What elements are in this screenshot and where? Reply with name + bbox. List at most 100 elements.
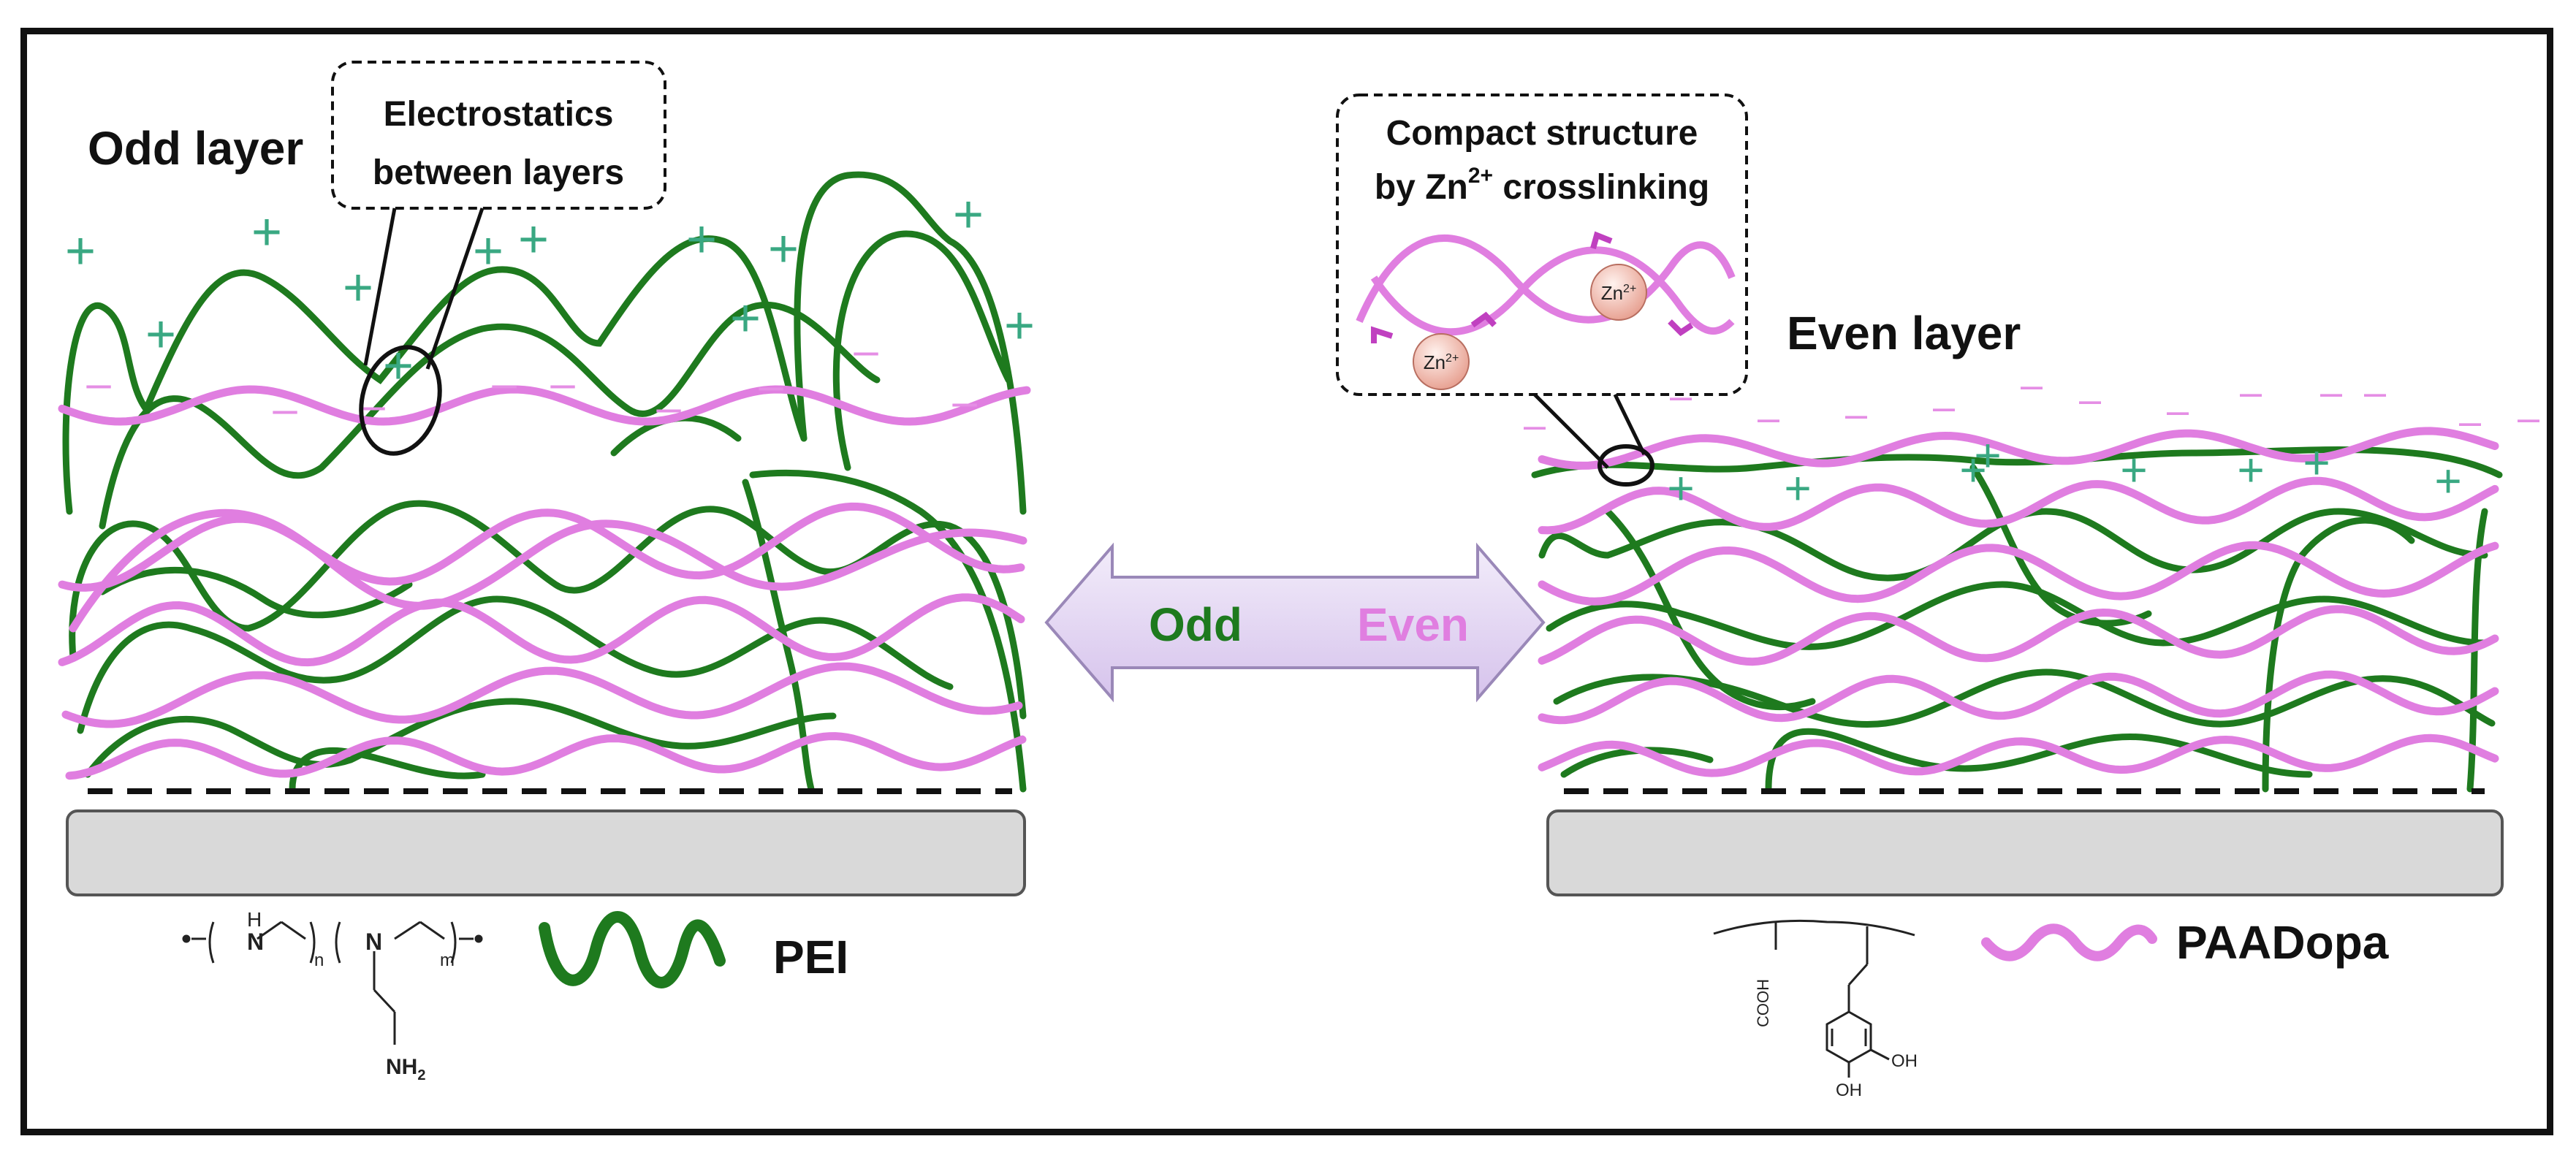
minus-charge: – (1933, 385, 1955, 429)
pei-chain-even (1765, 728, 2313, 793)
odd-callout-line2: between layers (373, 153, 624, 192)
plus-charge: + (1959, 443, 1986, 496)
plus-charge: + (65, 222, 96, 281)
paadopa-chain-even (1538, 733, 2499, 777)
zn-ion-2-label: Zn2+ (1601, 282, 1637, 304)
odd-callout-highlight-ring (359, 345, 442, 456)
arrow-label-even: Even (1357, 598, 1469, 651)
paadopa-chain-odd (61, 662, 1023, 728)
minus-charge: – (656, 383, 681, 432)
inset-carboxyl-mark-1 (1371, 326, 1394, 343)
minus-charge: – (1758, 396, 1779, 440)
paadopa-chain-odd (58, 385, 1031, 426)
paadopa-chain-odd (58, 593, 1025, 667)
plus-charge: + (2434, 454, 2461, 507)
minus-charge: – (86, 359, 111, 408)
pei-chain-even (1546, 581, 2488, 650)
paadopa-chain-even (1538, 427, 2499, 470)
pei-chain-even (1969, 464, 2152, 627)
inset-carboxyl-mark-4 (1668, 319, 1694, 337)
odd-layer-title: Odd layer (88, 122, 303, 175)
plus-charge: + (730, 289, 761, 348)
pei-structure (182, 921, 483, 1045)
paadopa-chain-odd (58, 502, 1025, 592)
paadopa-chain-even (1538, 541, 2499, 606)
pei-n-sub: n (314, 950, 324, 970)
pei-n2: N (365, 929, 382, 955)
minus-charge: – (492, 359, 517, 408)
plus-charge: + (1974, 429, 2001, 481)
odd-layer-chains (58, 171, 1031, 793)
pei-chain-odd (794, 171, 1027, 515)
odd-callout-pointer-left (363, 207, 397, 366)
paadopa-chain-odd (69, 508, 1027, 633)
plus-charge: + (518, 210, 549, 269)
plus-charge: + (2237, 443, 2264, 496)
pei-nh: H (247, 908, 262, 931)
even-callout-pointer-right (1613, 393, 1646, 456)
minus-charge: – (1524, 403, 1546, 447)
plus-charge: + (1784, 462, 1811, 514)
minus-charge: – (2364, 370, 2386, 414)
zn-ion-1-label: Zn2+ (1424, 351, 1459, 373)
plus-charge: + (145, 305, 176, 364)
plus-charge: + (953, 186, 984, 244)
pei-n1: N (247, 929, 264, 955)
minus-charge: – (550, 359, 575, 408)
pei-chain-odd (99, 566, 413, 619)
odd-callout-box (331, 61, 666, 210)
inset-chain-b (1370, 246, 1735, 336)
minus-charge: – (2240, 370, 2262, 414)
paadopa-chain-odd (65, 732, 1027, 780)
paadopa-chain-even (1538, 605, 2499, 666)
even-callout-box (1336, 94, 1748, 396)
pei-chain-odd (62, 235, 808, 515)
minus-charge: – (2518, 396, 2539, 440)
even-callout-inset: Zn2+ Zn2+ (1356, 231, 1736, 390)
pei-chain-odd (832, 230, 1012, 471)
plus-charge: + (2303, 436, 2330, 489)
pei-chain-even (1538, 508, 2488, 582)
minus-charge: – (273, 384, 297, 433)
odd-callout-line1: Electrostatics (384, 95, 614, 134)
paadopa-oh2: OH (1836, 1081, 1862, 1100)
inset-carboxyl-mark-3 (1590, 231, 1613, 250)
inset-carboxyl-mark-2 (1470, 311, 1497, 328)
plus-charge: + (343, 259, 373, 317)
zn-ion-1 (1413, 333, 1470, 390)
pei-chain-even (1604, 508, 1816, 710)
zn-ion-2 (1590, 264, 1647, 321)
plus-charge: + (1667, 462, 1694, 514)
plus-charge: + (251, 203, 282, 262)
even-callout-line2: by Zn2+ crosslinking (1375, 164, 1709, 207)
charge-symbols: ++++++++++++–––––––––++++++++–––––––––––… (65, 186, 2539, 514)
plus-charge: + (1004, 297, 1035, 355)
minus-charge: – (854, 326, 878, 375)
odd-substrate (66, 809, 1026, 896)
pei-chain-odd (742, 469, 1027, 793)
even-callout-pointer-left (1533, 393, 1609, 469)
paadopa-structure (1713, 919, 1915, 1078)
inset-chain-a (1356, 234, 1736, 324)
minus-charge: – (2021, 363, 2043, 407)
minus-charge: – (759, 361, 783, 410)
even-substrate (1546, 809, 2504, 896)
plus-charge: + (473, 222, 504, 281)
minus-charge: – (2459, 400, 2481, 443)
paadopa-chain-even (1538, 476, 2499, 535)
pei-legend-swatch (539, 911, 726, 988)
minus-charge: – (2079, 378, 2101, 422)
plus-charge: + (686, 210, 717, 269)
pei-chain-even (2262, 517, 2415, 793)
paadopa-legend-label: PAADopa (2176, 916, 2389, 969)
even-layer-title: Even layer (1787, 307, 2021, 359)
even-callout-highlight-ring (1597, 444, 1654, 487)
paadopa-oh1: OH (1891, 1051, 1918, 1071)
double-arrow (1044, 542, 1546, 703)
arrow-label-odd: Odd (1149, 598, 1242, 651)
paadopa-chain-even (1538, 670, 2499, 725)
pei-legend-label: PEI (773, 931, 848, 983)
plus-charge: + (2120, 443, 2147, 496)
pei-chain-odd (99, 302, 881, 530)
